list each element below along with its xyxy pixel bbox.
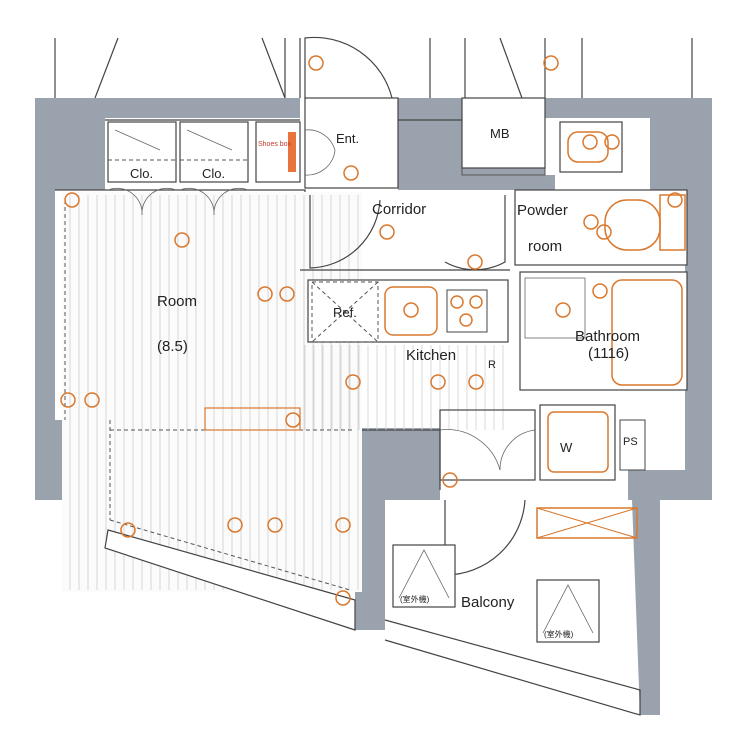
entrance-area [304, 97, 399, 189]
mb-label: MB [490, 126, 510, 141]
outdoor-unit-2-label: (室外機) [544, 629, 574, 639]
ac-box [536, 507, 638, 539]
shoe-box-doors [304, 129, 336, 176]
bathroom [519, 271, 688, 391]
closets [107, 121, 301, 216]
kitchen-lower-doors [439, 429, 536, 471]
closet-label-2: Clo. [202, 166, 225, 181]
exterior-lines-top [54, 37, 693, 99]
room-floor [62, 192, 362, 592]
balcony-door-swing [444, 499, 526, 576]
refrigerator-label: Ref. [333, 305, 357, 320]
entrance-label: Ent. [336, 131, 359, 146]
washer-label: W [560, 440, 573, 455]
ps-label: PS [623, 436, 638, 448]
room-size-label: (8.5) [157, 338, 188, 355]
mb-box [461, 97, 546, 169]
powder-room-label-1: Powder [517, 202, 568, 219]
outdoor-unit-2 [536, 579, 600, 643]
washer-area [539, 404, 646, 481]
corridor-label: Corridor [372, 201, 426, 218]
entrance-door-swing [304, 36, 393, 99]
balcony-edge [384, 619, 641, 716]
floor-stripes [69, 195, 504, 590]
shoe-box-label: Shoes box [258, 141, 292, 148]
closet-label-1: Clo. [130, 166, 153, 181]
room-window-wall [104, 529, 356, 631]
kitchen-label: Kitchen [406, 347, 456, 364]
outdoor-unit-1 [392, 544, 456, 608]
powder-room [514, 121, 688, 266]
outdoor-unit-1-label: (室外機) [400, 594, 430, 604]
balcony-label: Balcony [461, 594, 515, 611]
bathroom-size-label: (1116) [588, 345, 629, 362]
powder-room-label-2: room [528, 238, 562, 255]
corridor-door-left [309, 195, 381, 269]
electrical-fixtures [60, 55, 683, 606]
bathroom-label: Bathroom [575, 328, 640, 345]
kitchen-counter [307, 279, 509, 343]
room-label: Room [157, 293, 197, 310]
r-mark: R [488, 359, 496, 371]
corridor-door-right [444, 195, 506, 271]
